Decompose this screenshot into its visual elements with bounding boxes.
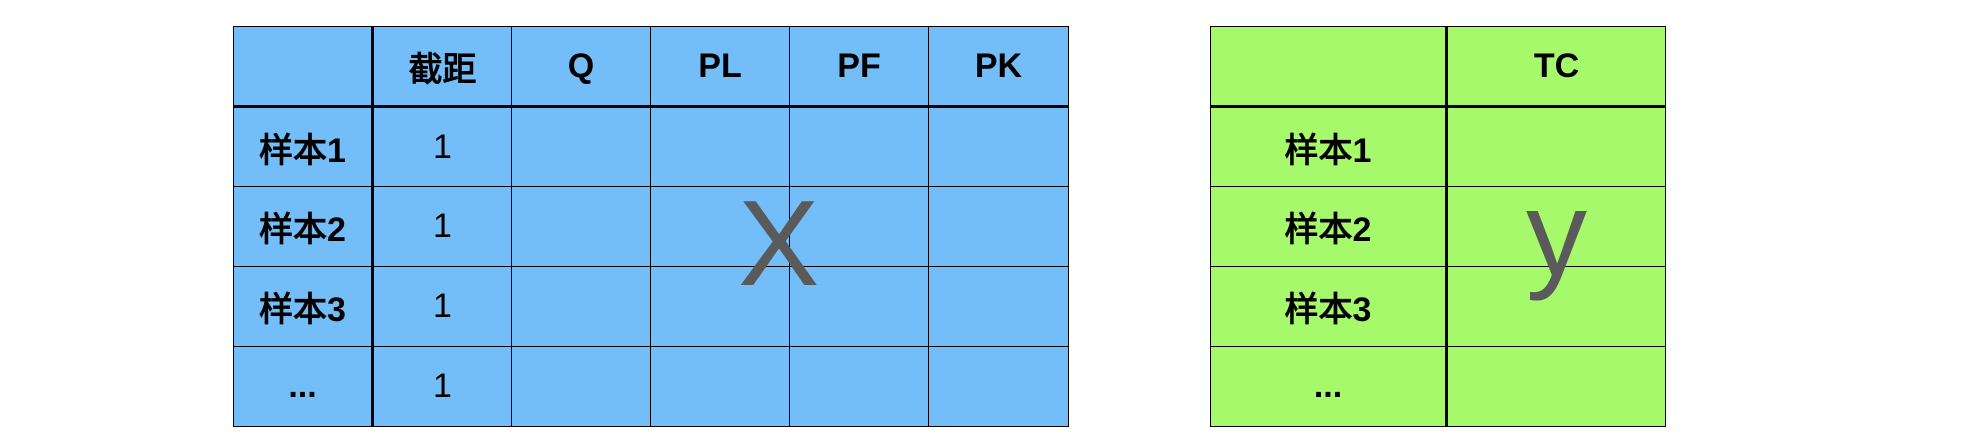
x-cell <box>928 266 1069 347</box>
x-cell <box>650 346 790 427</box>
x-cell <box>928 106 1069 187</box>
x-header-pf: PF <box>789 26 929 108</box>
x-cell <box>511 186 651 267</box>
y-sample-label: 样本1 <box>1210 106 1448 187</box>
x-cell <box>789 266 929 347</box>
x-sample-label: 样本3 <box>233 266 374 347</box>
y-cell <box>1446 106 1666 187</box>
x-cell <box>511 266 651 347</box>
x-matrix-table: 截距 Q PL PF PK 样本1 1 样本2 1 样本3 1 ... 1 <box>233 26 1069 427</box>
y-table-row: 样本1 <box>1210 106 1666 187</box>
y-cell <box>1446 346 1666 427</box>
y-sample-label: 样本3 <box>1210 266 1448 347</box>
y-header-corner <box>1210 26 1448 108</box>
y-vector-table: TC 样本1 样本2 样本3 ... <box>1210 26 1666 427</box>
x-sample-label: 样本2 <box>233 186 374 267</box>
x-header-q: Q <box>511 26 651 108</box>
y-cell <box>1446 266 1666 347</box>
x-table-row: 样本2 1 <box>233 186 1069 267</box>
x-matrix-label: X <box>738 175 820 311</box>
x-header-intercept: 截距 <box>372 26 512 108</box>
y-sample-label: ... <box>1210 346 1448 427</box>
x-header-pl: PL <box>650 26 790 108</box>
x-header-corner <box>233 26 374 108</box>
x-intercept-value: 1 <box>372 346 512 427</box>
x-intercept-value: 1 <box>372 266 512 347</box>
x-cell <box>650 266 790 347</box>
x-table-row: 样本3 1 <box>233 266 1069 347</box>
x-header-pk: PK <box>928 26 1069 108</box>
x-cell <box>650 186 790 267</box>
x-cell <box>789 346 929 427</box>
x-header-row: 截距 Q PL PF PK <box>233 26 1069 108</box>
x-table-row: ... 1 <box>233 346 1069 427</box>
x-intercept-value: 1 <box>372 106 512 187</box>
y-header-row: TC <box>1210 26 1666 108</box>
x-cell <box>928 186 1069 267</box>
x-sample-label: ... <box>233 346 374 427</box>
x-cell <box>511 346 651 427</box>
x-cell <box>789 186 929 267</box>
x-intercept-value: 1 <box>372 186 512 267</box>
y-sample-label: 样本2 <box>1210 186 1448 267</box>
x-table-row: 样本1 1 <box>233 106 1069 187</box>
x-cell <box>650 106 790 187</box>
y-table-row: 样本2 <box>1210 186 1666 267</box>
x-cell <box>928 346 1069 427</box>
y-vector-label: y <box>1526 165 1587 301</box>
y-table-row: ... <box>1210 346 1666 427</box>
y-header-tc: TC <box>1446 26 1666 108</box>
y-table-row: 样本3 <box>1210 266 1666 347</box>
x-sample-label: 样本1 <box>233 106 374 187</box>
x-cell <box>511 106 651 187</box>
y-cell <box>1446 186 1666 267</box>
